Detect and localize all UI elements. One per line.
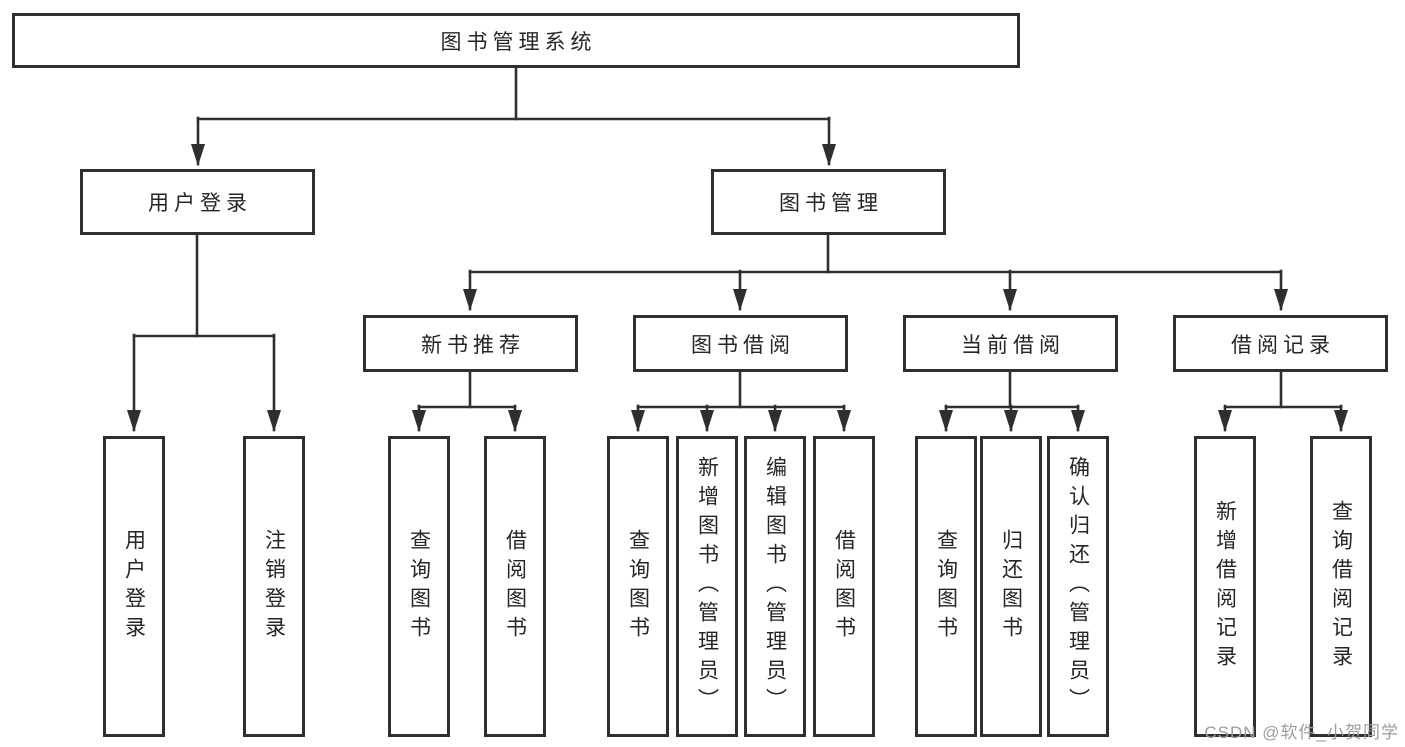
leaf-query-borrow-record: 查询借阅记录 [1310,436,1372,737]
leaf-user-login: 用户登录 [103,436,165,737]
csdn-watermark: CSDN @软件_小贺同学 [1204,723,1399,742]
node-borrowing-records: 借阅记录 [1173,315,1388,372]
node-root-library-system: 图书管理系统 [12,13,1020,68]
leaf-add-book-admin: 新增图书（管理员） [676,436,738,737]
leaf-query-books-current: 查询图书 [915,436,977,737]
node-new-book-recommend: 新书推荐 [363,315,578,372]
node-current-borrowing: 当前借阅 [903,315,1118,372]
leaf-query-books-recommend: 查询图书 [388,436,450,737]
leaf-add-borrow-record: 新增借阅记录 [1194,436,1256,737]
leaf-borrow-books-recommend: 借阅图书 [484,436,546,737]
leaf-logout: 注销登录 [243,436,305,737]
leaf-return-book: 归还图书 [980,436,1042,737]
leaf-edit-book-admin: 编辑图书（管理员） [744,436,806,737]
leaf-borrow-books-borrowing: 借阅图书 [813,436,875,737]
node-book-borrowing: 图书借阅 [633,315,848,372]
node-book-management: 图书管理 [711,169,946,235]
leaf-query-books-borrowing: 查询图书 [607,436,669,737]
leaf-confirm-return-admin: 确认归还（管理员） [1047,436,1109,737]
node-user-login: 用户登录 [80,169,315,235]
